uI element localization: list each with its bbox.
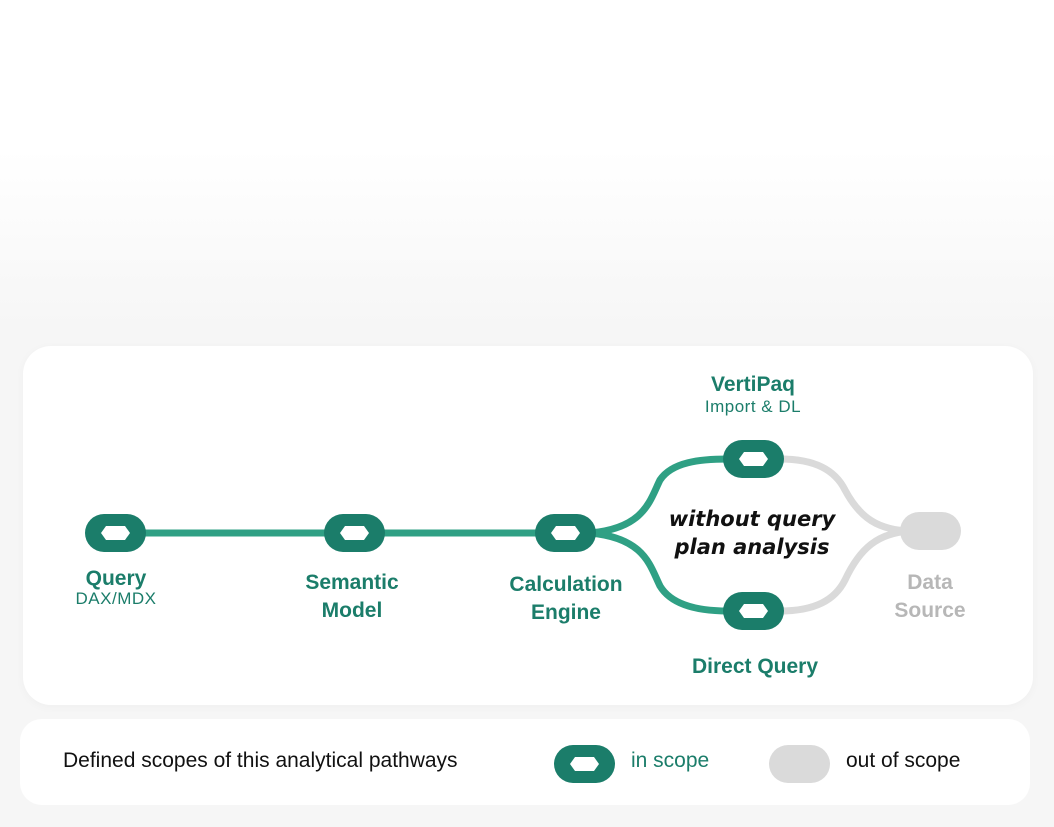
note-line2: plan analysis [674, 535, 830, 559]
label-vertipaq: VertiPaq Import & DL [673, 371, 833, 417]
legend-out-of-scope-icon [769, 745, 830, 783]
edge-directquery-datasource [776, 527, 914, 615]
query-title: Query [85, 567, 147, 590]
vertipaq-subtitle: Import & DL [704, 397, 802, 416]
vertipaq-title: VertiPaq [710, 373, 796, 396]
diagram-panel [23, 346, 1033, 705]
semantic-line1: Semantic [305, 571, 399, 594]
node-query [85, 514, 146, 552]
edge-vertipaq-datasource [776, 455, 914, 535]
data-source-line1: Data [907, 571, 953, 594]
node-data-source [900, 512, 961, 550]
legend-in-scope-label: in scope [631, 749, 710, 772]
data-source-line2: Source [894, 599, 966, 622]
legend-in-scope-icon [554, 745, 615, 783]
note-line1: without query [668, 507, 836, 531]
node-semantic-model [324, 514, 385, 552]
node-direct-query [723, 592, 784, 630]
calculation-line2: Engine [530, 601, 601, 624]
semantic-line2: Model [321, 599, 383, 622]
node-calculation-engine [535, 514, 596, 552]
edge-calculation-vertipaq [586, 455, 732, 537]
legend-panel [20, 719, 1030, 805]
query-subtitle: DAX/MDX [75, 589, 157, 608]
label-calculation-engine: Calculation Engine [486, 571, 646, 627]
edge-calculation-directquery [586, 529, 732, 615]
label-data-source: Data Source [870, 569, 990, 625]
label-query: Query DAX/MDX [56, 565, 176, 609]
calculation-line1: Calculation [509, 573, 623, 596]
label-direct-query: Direct Query [665, 653, 845, 681]
node-vertipaq [723, 440, 784, 478]
legend-description: Defined scopes of this analytical pathwa… [63, 749, 458, 772]
label-semantic-model: Semantic Model [282, 569, 422, 625]
direct-query-title: Direct Query [691, 655, 819, 678]
analysis-note: without query plan analysis [662, 505, 842, 561]
legend-out-of-scope-label: out of scope [846, 749, 961, 772]
page-background [0, 0, 1054, 330]
